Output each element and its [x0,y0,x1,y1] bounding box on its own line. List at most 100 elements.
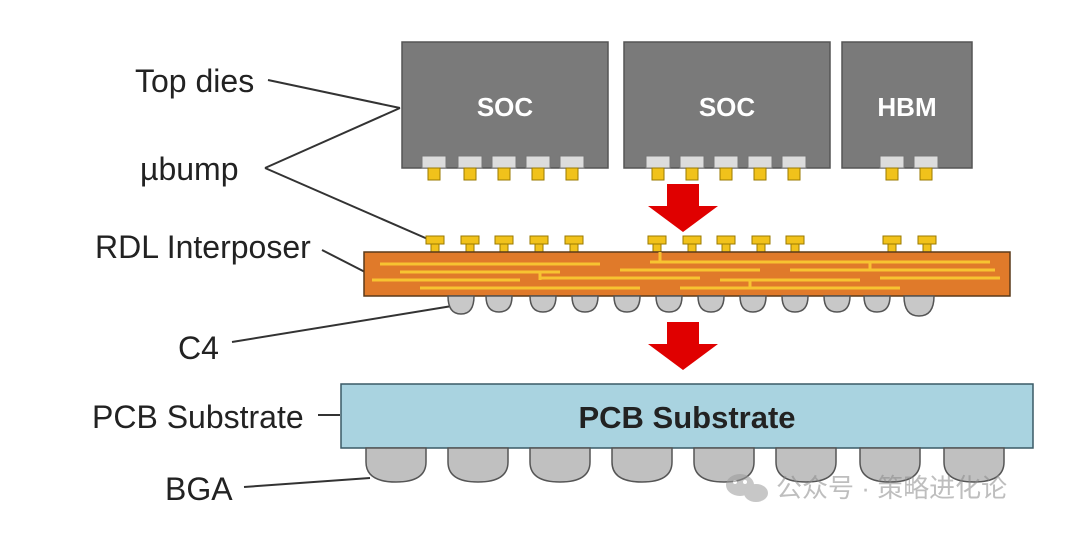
bga-ball [611,447,673,483]
interposer-bump-stem [465,243,475,253]
ubump [531,167,545,181]
interposer-bump-stem [721,243,731,253]
c4-bump [485,295,513,313]
interposer-bump [564,235,584,245]
interposer-bump [882,235,902,245]
c4-bump [571,295,599,313]
die-ubumps [421,155,939,181]
c4-bump [739,295,767,313]
ubump-pad [421,155,447,169]
leader-ubump-to-interposer [264,167,431,241]
interposer-bump-stem [790,243,800,253]
die-hbm [841,41,973,169]
c4-bump [655,295,683,313]
leader-c4 [231,305,453,343]
label-bga: BGA [165,471,233,507]
label-top-dies: Top dies [135,63,254,99]
substrate-body [340,383,1034,449]
interposer-bump-stem [887,243,897,253]
bga-ball [365,447,427,483]
bga-balls [365,447,1005,483]
ubump-pad [713,155,739,169]
interposer-bump-stem [687,243,697,253]
bga-ball [775,447,837,483]
leader-lines [231,79,453,488]
wechat-icon [726,474,768,502]
interposer-bump [529,235,549,245]
substrate-label: PCB Substrate [578,400,795,435]
ubump [885,167,899,181]
ubump-pad [491,155,517,169]
ubump [497,167,511,181]
rdl-interposer [363,251,1011,297]
ubump [565,167,579,181]
interposer-bump-stem [534,243,544,253]
c4-bump [903,295,935,317]
ubump [787,167,801,181]
interposer-bump-stem [922,243,932,253]
bga-ball [693,447,755,483]
ubump-pad [457,155,483,169]
ubump-pad [645,155,671,169]
interposer-bump-stem [652,243,662,253]
ubump [463,167,477,181]
pcb-substrate: PCB Substrate [340,383,1034,449]
interposer-bump [460,235,480,245]
watermark: 公众号 · 策略进化论 [726,473,1007,503]
ubump [719,167,733,181]
ubump-pad [913,155,939,169]
c4-bump [447,295,475,315]
leader-ubump-to-die [264,107,401,169]
interposer-bump-stem [499,243,509,253]
c4-bump [613,295,641,313]
c4-bump [781,295,809,313]
ubump [919,167,933,181]
die-soc-2 [623,41,831,169]
leader-rdl [321,249,366,273]
ubump-pad [525,155,551,169]
die-soc-1-label: SOC [477,92,534,122]
top-dies: SOC SOC HBM [401,41,973,169]
ubump [427,167,441,181]
interposer-bump [682,235,702,245]
watermark-text: 公众号 · 策略进化论 [776,473,1007,503]
ubump [753,167,767,181]
interposer-bump-stem [756,243,766,253]
bga-ball [447,447,509,483]
bga-ball [943,447,1005,483]
ubump-pad [559,155,585,169]
interposer-bump [647,235,667,245]
bga-ball [859,447,921,483]
c4-bumps [447,295,935,317]
c4-bump [697,295,725,313]
interposer-traces [372,252,1000,290]
bga-ball [529,447,591,483]
c4-bump [823,295,851,313]
leader-top-dies [267,79,401,109]
leader-bga [243,477,371,488]
interposer-bumps [425,235,937,253]
interposer-bump-stem [569,243,579,253]
label-rdl-interposer: RDL Interposer [95,229,311,265]
ubump-pad [781,155,807,169]
ubump-pad [679,155,705,169]
label-pcb-substrate: PCB Substrate [92,399,304,435]
ubump [651,167,665,181]
interposer-bump [917,235,937,245]
interposer-bump-stem [430,243,440,253]
down-arrow-icon [648,322,718,370]
ubump [685,167,699,181]
interposer-bump [425,235,445,245]
interposer-bump [751,235,771,245]
interposer-bump [494,235,514,245]
ubump-pad [879,155,905,169]
down-arrow-icon [648,184,718,232]
interposer-bump [716,235,736,245]
interposer-bump [785,235,805,245]
ubump-pad [747,155,773,169]
label-c4: C4 [178,330,219,366]
c4-bump [529,295,557,313]
c4-bump [863,295,891,313]
